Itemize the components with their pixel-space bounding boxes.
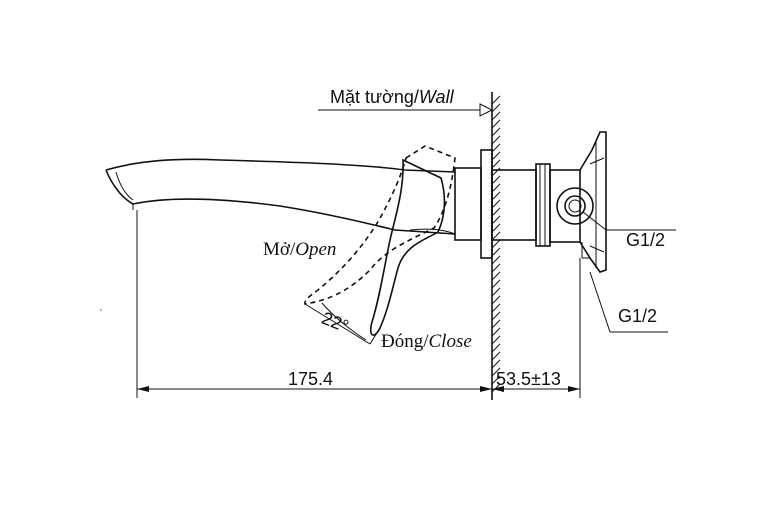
- wall-hatch-line: [491, 279, 501, 289]
- open-label: Mở/Open: [263, 239, 336, 260]
- close-label: Đóng/Close: [381, 331, 472, 352]
- wall-hatch-line: [491, 143, 501, 153]
- angle-label: 22°: [319, 308, 352, 337]
- wall-hatch-line: [491, 335, 501, 345]
- handle-open: [304, 145, 456, 305]
- valve-body: [454, 131, 607, 273]
- wall-label: Mặt tường/Wall: [330, 87, 455, 107]
- wall-hatch-line: [491, 295, 501, 305]
- wall-hatch-line: [491, 191, 501, 201]
- dimension-wall-depth: 53.5±13: [496, 369, 561, 389]
- wall-leader: [318, 103, 494, 117]
- wall-hatch-line: [491, 375, 501, 385]
- wall-hatch-line: [491, 167, 501, 177]
- wall-hatch-line: [491, 231, 501, 241]
- wall-hatch-line: [491, 367, 501, 377]
- wall-hatch-line: [491, 343, 501, 353]
- wall-hatch-line: [491, 351, 501, 361]
- wall-hatch-line: [491, 207, 501, 217]
- wall-hatch-line: [491, 247, 501, 257]
- wall-hatch-line: [491, 239, 501, 249]
- wall-hatch-line: [491, 255, 501, 265]
- wall-hatch-line: [491, 271, 501, 281]
- handle-closed: [369, 158, 456, 336]
- wall-hatch-line: [491, 175, 501, 185]
- angle-indicator: [304, 302, 381, 345]
- wall-hatch-line: [491, 359, 501, 369]
- wall-hatch-line: [491, 103, 501, 113]
- wall-hatch-line: [491, 223, 501, 233]
- wall-hatch-line: [491, 159, 501, 169]
- wall-hatch-line: [491, 319, 501, 329]
- wall-hatch-line: [491, 127, 501, 137]
- wall-hatch-line: [491, 263, 501, 273]
- wall-hatch-line: [491, 199, 501, 209]
- wall-hatch-line: [491, 311, 501, 321]
- dimension-lines: [136, 210, 581, 398]
- wall-hatch-line: [491, 215, 501, 225]
- wall-hatch-line: [491, 135, 501, 145]
- wall-hatch-line: [491, 95, 501, 105]
- thread-label-bottom: G1/2: [618, 306, 657, 326]
- wall-hatch-line: [491, 183, 501, 193]
- wall-hatch-line: [491, 303, 501, 313]
- thread-label-top: G1/2: [626, 230, 665, 250]
- wall-hatch-line: [491, 287, 501, 297]
- inlet-fitting: [556, 187, 594, 225]
- wall-hatch-line: [491, 151, 501, 161]
- wall: [491, 92, 501, 400]
- thread-leaders: [582, 211, 676, 333]
- spout: [105, 158, 456, 235]
- wall-hatch-line: [491, 327, 501, 337]
- dimension-spout-length: 175.4: [288, 369, 333, 389]
- wall-hatch-line: [491, 119, 501, 129]
- wall-hatch-line: [491, 111, 501, 121]
